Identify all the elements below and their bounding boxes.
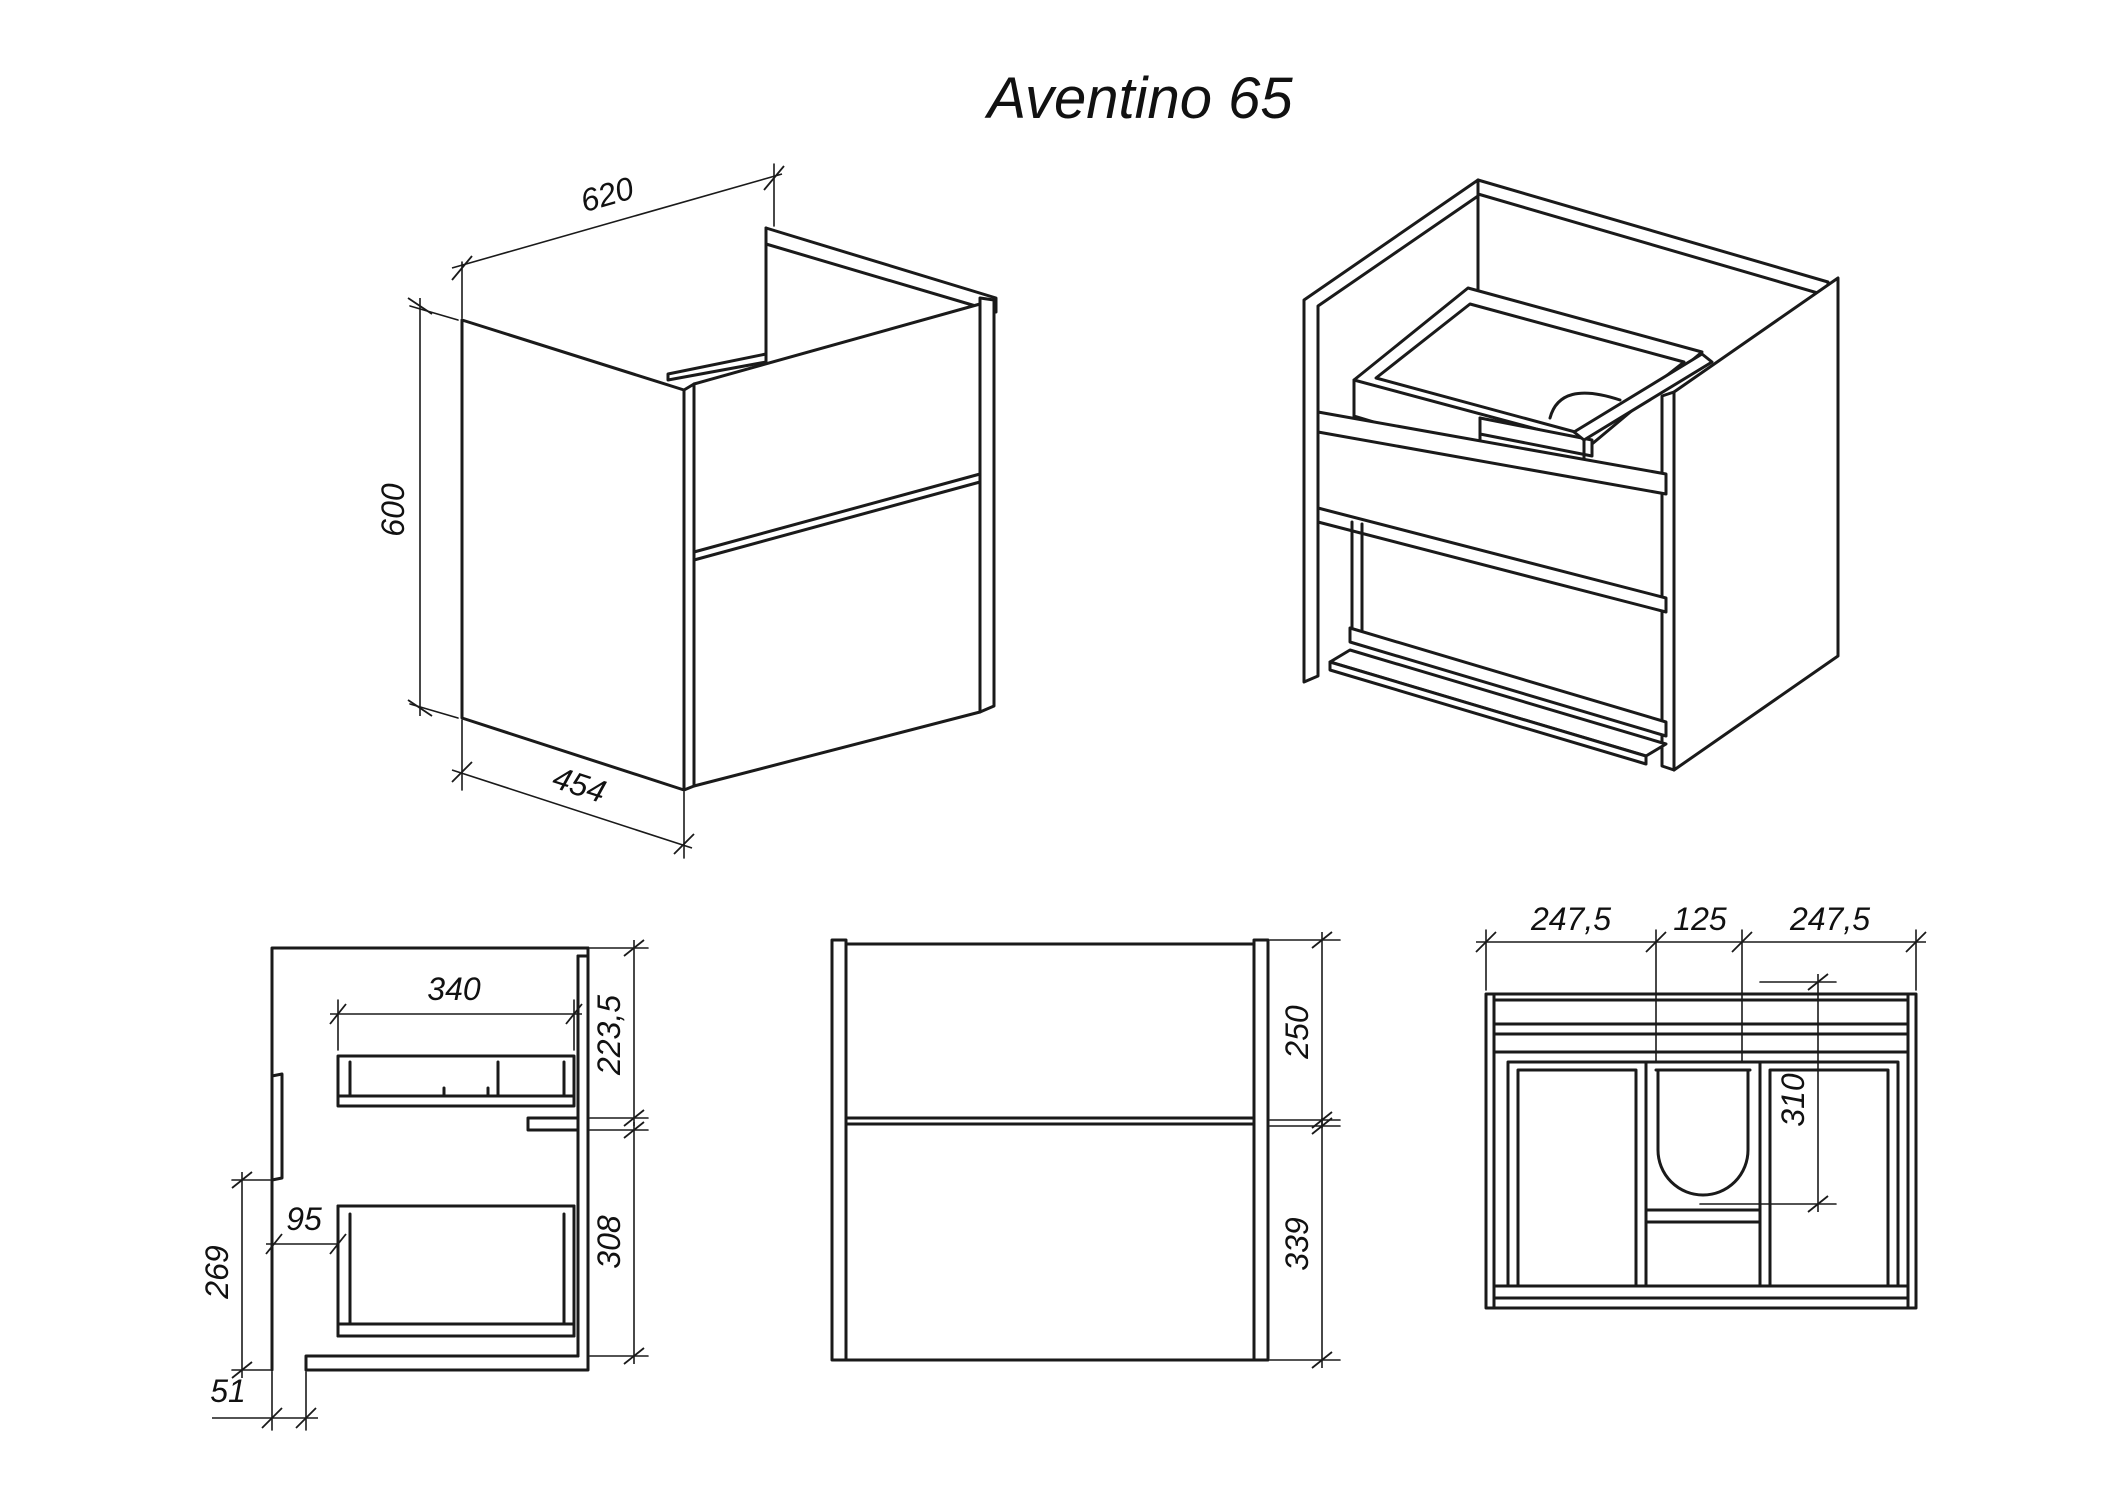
dim-label-upper-height: 223,5 xyxy=(591,995,627,1076)
dim-label-upper-drawer: 250 xyxy=(1279,1005,1315,1060)
iso-open-view xyxy=(1302,178,1840,772)
dim-label-lower-drawer: 339 xyxy=(1279,1217,1315,1271)
dim-toe-kick: 51 xyxy=(210,1371,318,1431)
dim-width-620: 620 xyxy=(451,163,785,319)
dim-upper-height: 223,5 xyxy=(589,939,649,1127)
dim-label-lower-height: 308 xyxy=(591,1215,627,1269)
dim-top-right: 247,5 xyxy=(1789,901,1870,937)
dim-label-cutout-depth: 310 xyxy=(1775,1073,1811,1127)
dim-top-left: 247,5 xyxy=(1475,901,1927,1063)
side-section-view: 340 223,5 308 95 xyxy=(199,939,649,1431)
dim-label-width: 620 xyxy=(576,170,637,219)
top-view: 247,5 125 247,5 310 xyxy=(1475,901,1927,1310)
dim-lower-height: 308 xyxy=(589,1121,649,1365)
front-view: 250 339 xyxy=(830,931,1341,1369)
dim-label-leg-height: 269 xyxy=(199,1245,235,1300)
drawing-title: Aventino 65 xyxy=(984,66,1293,131)
dim-label-drawer-depth: 340 xyxy=(427,971,481,1007)
dim-label-top-right: 247,5 xyxy=(1789,901,1870,937)
dim-label-offset: 95 xyxy=(286,1201,322,1237)
dim-leg-height: 269 xyxy=(199,1171,271,1379)
dim-drawer-depth: 340 xyxy=(329,971,583,1051)
dim-label-depth: 454 xyxy=(548,759,610,810)
dim-top-center: 125 xyxy=(1673,901,1727,937)
dim-offset: 95 xyxy=(265,1201,347,1255)
dim-label-top-left: 247,5 xyxy=(1530,901,1611,937)
dim-upper-drawer: 250 xyxy=(1269,931,1341,1129)
dim-label-height: 600 xyxy=(375,483,411,537)
dim-height-600: 600 xyxy=(375,297,459,719)
dim-label-top-center: 125 xyxy=(1673,901,1727,937)
dim-cutout-depth: 310 xyxy=(1699,973,1837,1213)
iso-closed-view: 620 600 454 xyxy=(375,163,998,859)
dim-label-toe-kick: 51 xyxy=(210,1373,246,1409)
dim-lower-drawer: 339 xyxy=(1269,1117,1341,1369)
